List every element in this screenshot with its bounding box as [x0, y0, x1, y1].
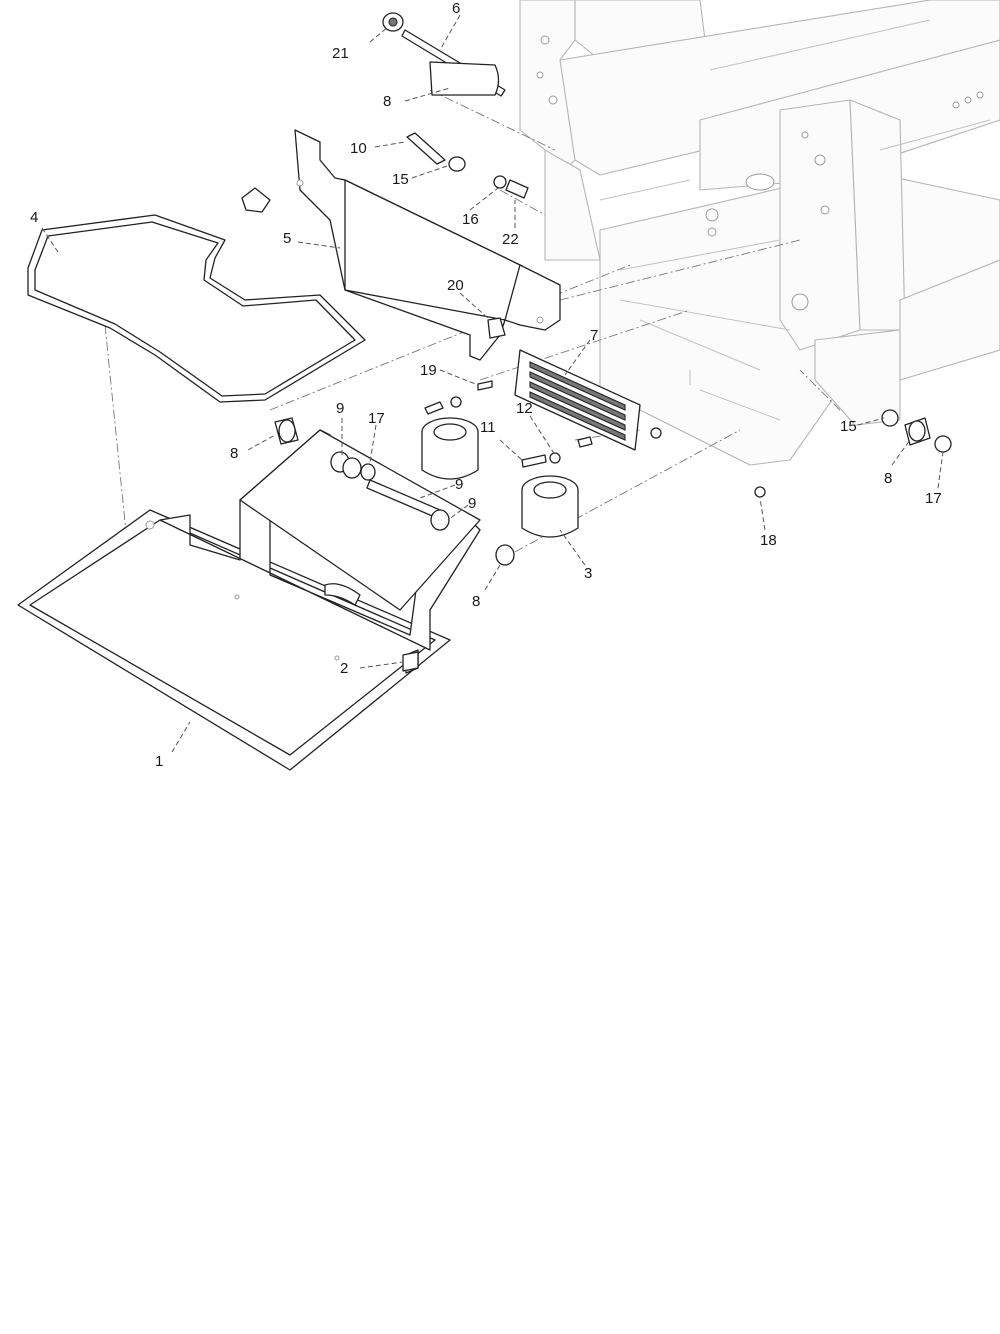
callout-5: 5 [283, 230, 291, 247]
callout-10: 8 [383, 93, 391, 110]
callout-6: 6 [452, 0, 460, 17]
leader-lines [41, 14, 944, 753]
callout-4: 4 [30, 209, 38, 226]
callout-2: 2 [340, 660, 348, 677]
machine-frame [519, 0, 1000, 466]
callout-20: 20 [447, 277, 464, 294]
callout-9b: 9 [468, 495, 476, 512]
callouts: 21 6 8 10 15 16 22 5 4 20 7 19 8 9 17 9 … [30, 0, 942, 770]
spacer-lower [521, 475, 579, 538]
callout-18: 18 [760, 532, 777, 549]
callout-17b: 17 [925, 490, 942, 507]
callout-14: 12 [516, 400, 533, 417]
callout-7: 7 [590, 327, 598, 344]
platform-tray [17, 429, 481, 771]
callout-15b: 15 [840, 418, 857, 435]
hardware [241, 12, 952, 672]
callout-3: 3 [584, 565, 592, 582]
callout-15a: 15 [392, 171, 409, 188]
callout-8a: 8 [230, 445, 238, 462]
callout-11: 9 [455, 476, 463, 493]
callout-9a: 9 [336, 400, 344, 417]
shield-panel [294, 129, 561, 361]
grille-plate [514, 349, 641, 451]
callout-8c: 8 [884, 470, 892, 487]
callout-1: 1 [155, 753, 163, 770]
callout-16: 16 [462, 211, 479, 228]
callout-21: 21 [332, 45, 349, 62]
callout-8b: 8 [472, 593, 480, 610]
callout-17a: 17 [368, 410, 385, 427]
spacer-upper [421, 417, 479, 480]
floor-mat [27, 214, 366, 403]
callout-13: 11 [480, 419, 496, 436]
callout-12: 10 [350, 140, 367, 157]
callout-19: 19 [420, 362, 437, 379]
callout-22: 22 [502, 231, 519, 248]
assembly-lines [104, 89, 841, 671]
